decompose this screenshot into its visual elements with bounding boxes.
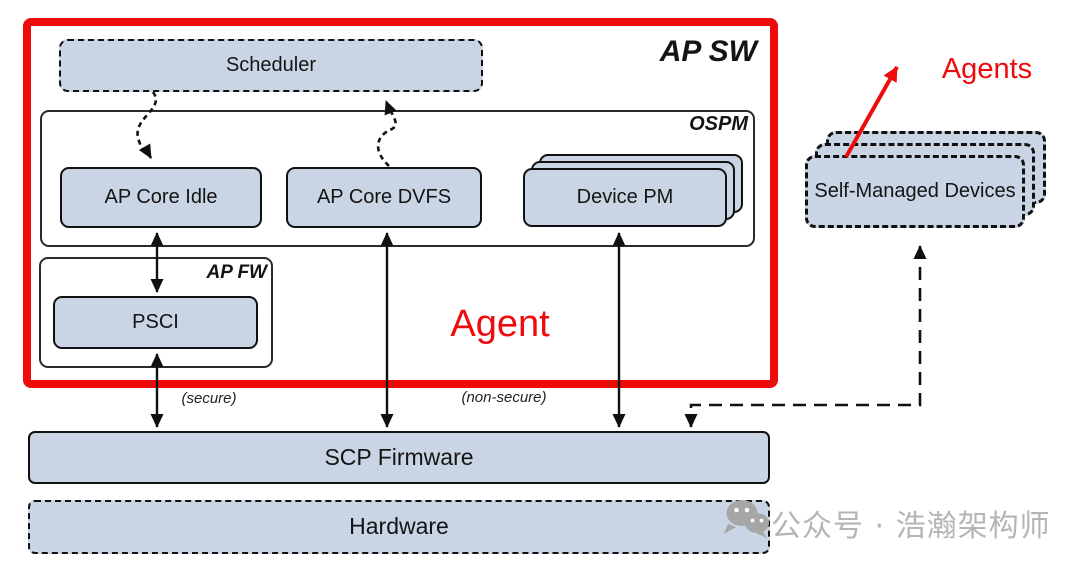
watermark-text: 公众号 · 浩瀚架构师 (771, 509, 1051, 544)
secure-label: (secure) (181, 390, 237, 407)
ap-sw-label: AP SW (659, 35, 757, 68)
ap-fw-label: AP FW (206, 262, 267, 283)
self-managed-devices-box: Self-Managed Devices (805, 155, 1025, 228)
ap-core-dvfs-box: AP Core DVFS (286, 167, 482, 228)
non-secure-label: (non-secure) (461, 389, 547, 406)
device-pm-box: Device PM (523, 168, 727, 227)
agent-label: Agent (450, 303, 550, 345)
scp-firmware-box: SCP Firmware (28, 431, 770, 484)
agents-label: Agents (941, 53, 1033, 85)
ap-core-idle-box: AP Core Idle (60, 167, 262, 228)
self-managed-devices-label: Self-Managed Devices (814, 180, 1016, 203)
scheduler-box: Scheduler (59, 39, 483, 92)
psci-box: PSCI (53, 296, 258, 349)
ospm-label: OSPM (689, 113, 748, 135)
hardware-box: Hardware (28, 500, 770, 554)
